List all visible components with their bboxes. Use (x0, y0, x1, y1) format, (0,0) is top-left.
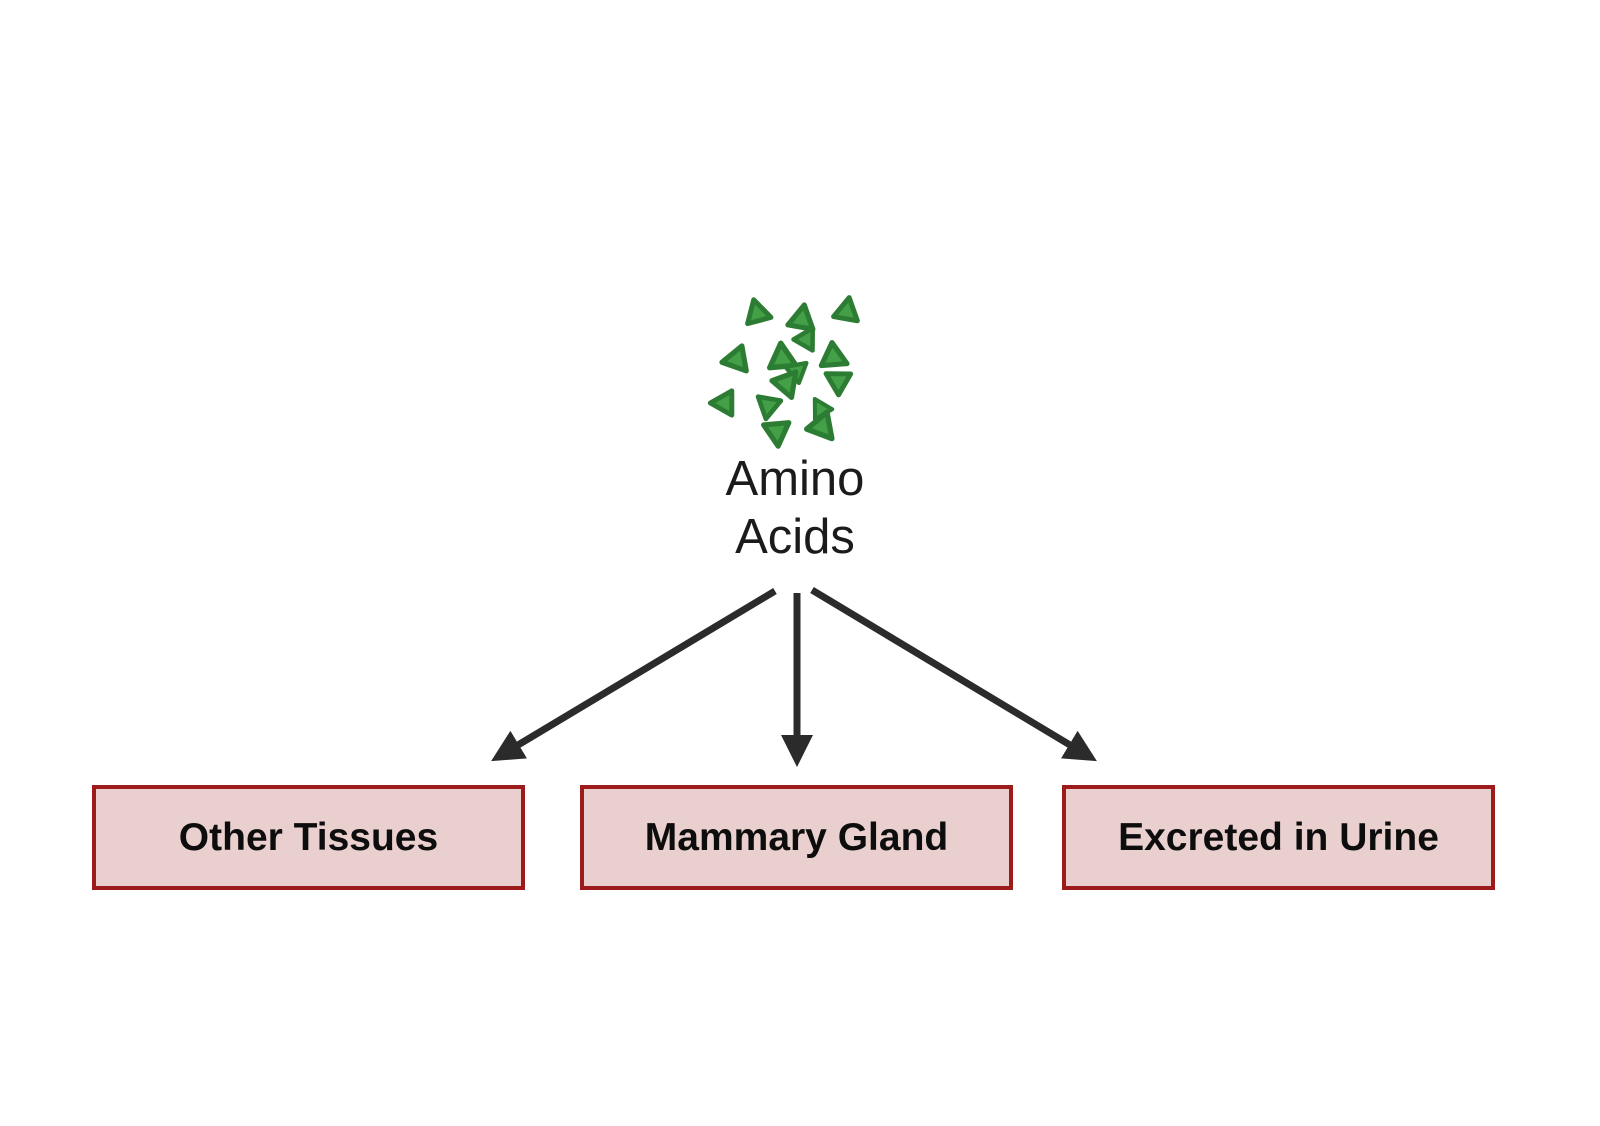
node-label-mammary-gland: Mammary Gland (644, 815, 949, 859)
node-box-other-tissues: Other Tissues (92, 785, 525, 890)
node-label-other-tissues: Other Tissues (178, 815, 439, 859)
amino-acids-cluster-icon (707, 295, 860, 449)
node-label-excreted-in-urine: Excreted in Urine (1118, 815, 1439, 859)
arrow-to-other-tissues (491, 587, 777, 762)
arrow-to-excreted-in-urine (810, 586, 1097, 762)
node-box-excreted-in-urine: Excreted in Urine (1062, 785, 1495, 890)
amino-acids-label: Amino Acids (725, 452, 865, 564)
node-box-mammary-gland: Mammary Gland (580, 785, 1013, 890)
